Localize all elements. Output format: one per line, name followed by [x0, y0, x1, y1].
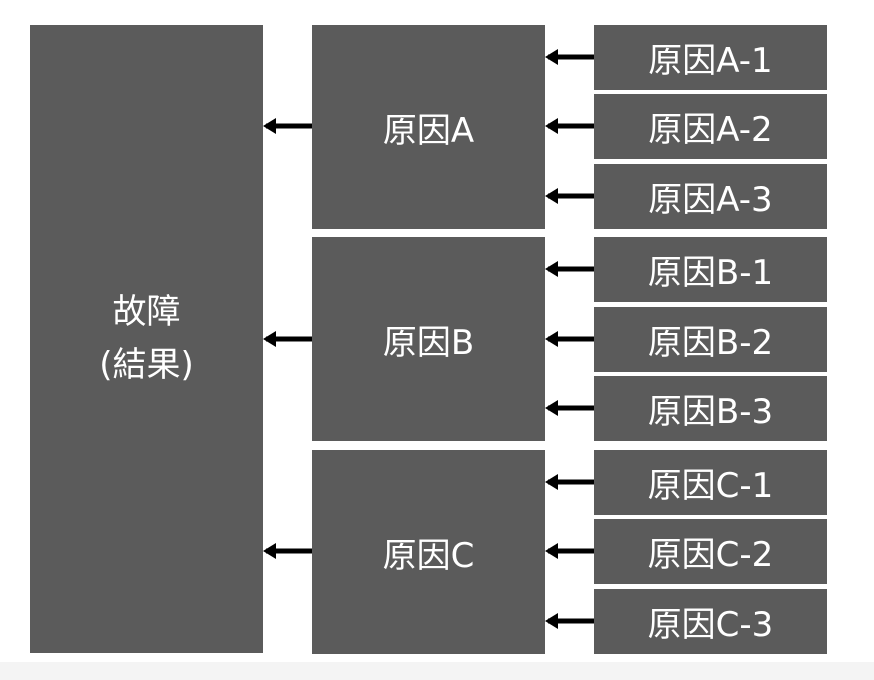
cause-box-a: 原因A	[312, 25, 545, 229]
arrowhead-subcause-c-2	[545, 543, 558, 559]
arrowhead-subcause-b-1	[545, 261, 558, 277]
effect-title: 故障	[112, 292, 181, 333]
subcause-label-b-2: 原因B-2	[647, 323, 774, 363]
subcause-box-a-1: 原因A-1	[594, 25, 827, 90]
arrowhead-subcause-a-2	[545, 118, 558, 134]
subcause-box-b-2: 原因B-2	[594, 307, 827, 372]
arrowhead-cause-a	[263, 118, 276, 134]
arrowhead-subcause-c-3	[545, 613, 558, 629]
subcause-label-c-3: 原因C-3	[647, 605, 774, 645]
arrowhead-subcause-a-3	[545, 188, 558, 204]
subcause-label-a-3: 原因A-3	[648, 180, 773, 220]
subcause-box-b-1: 原因B-1	[594, 237, 827, 302]
subcause-box-a-2: 原因A-2	[594, 94, 827, 159]
subcause-box-b-3: 原因B-3	[594, 376, 827, 441]
subcause-label-b-1: 原因B-1	[647, 253, 774, 293]
cause-label-a: 原因A	[382, 110, 475, 151]
subcause-label-c-2: 原因C-2	[647, 535, 774, 575]
cause-label-b: 原因B	[382, 322, 475, 363]
arrowhead-subcause-b-3	[545, 400, 558, 416]
arrowhead-subcause-b-2	[545, 331, 558, 347]
arrowhead-subcause-c-1	[545, 474, 558, 490]
subcause-box-c-2: 原因C-2	[594, 519, 827, 584]
subcause-box-a-3: 原因A-3	[594, 164, 827, 229]
cause-label-c: 原因C	[382, 535, 475, 576]
cause-box-c: 原因C	[312, 450, 545, 654]
arrowhead-cause-c	[263, 543, 276, 559]
effect-subtitle: (結果)	[99, 345, 194, 385]
subcause-label-c-1: 原因C-1	[647, 466, 774, 506]
subcause-box-c-3: 原因C-3	[594, 589, 827, 654]
cause-box-b: 原因B	[312, 237, 545, 441]
bottom-strip	[0, 662, 874, 680]
subcause-label-a-1: 原因A-1	[648, 41, 773, 81]
subcause-box-c-1: 原因C-1	[594, 450, 827, 515]
subcause-label-b-3: 原因B-3	[647, 392, 774, 432]
arrowhead-subcause-a-1	[545, 49, 558, 65]
arrowhead-cause-b	[263, 331, 276, 347]
effect-box: 故障 (結果)	[30, 25, 263, 653]
subcause-label-a-2: 原因A-2	[648, 110, 773, 150]
